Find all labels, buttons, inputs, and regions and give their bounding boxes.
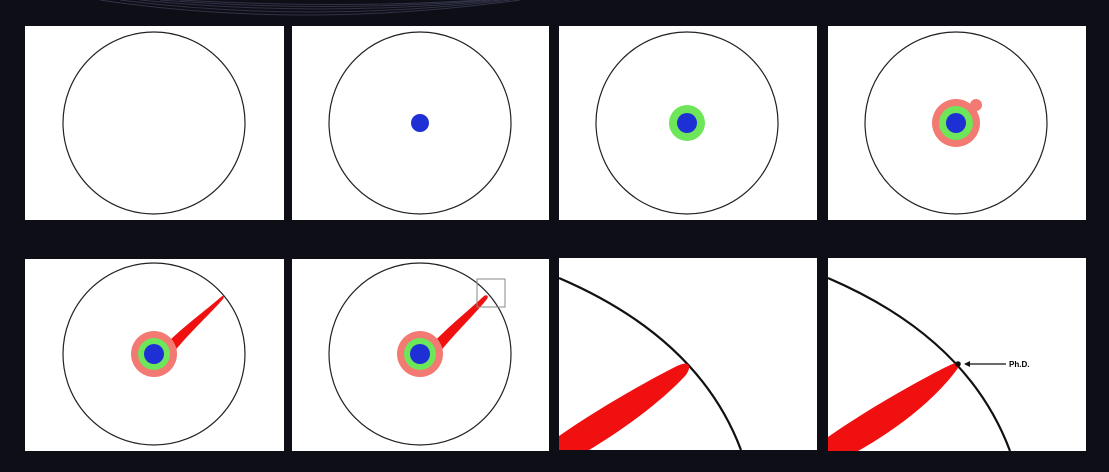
zoom-box: [476, 278, 506, 308]
core-dot: [946, 113, 966, 133]
panel-phd-dent: Ph.D.: [828, 258, 1086, 451]
panel-blue-dot: [292, 26, 549, 220]
phd-label: Ph.D.: [1009, 360, 1029, 369]
panel-empty-circle: [25, 26, 284, 220]
phd-arrowhead: [964, 361, 970, 367]
knowledge-circle: [864, 31, 1048, 215]
panel-zoomed-boundary: [559, 258, 817, 450]
core-dot: [410, 344, 430, 364]
boundary-arc: [828, 276, 1012, 451]
core-dot: [144, 344, 164, 364]
red-spike: [431, 295, 488, 353]
red-spike-zoomed: [828, 362, 960, 451]
core-dot: [411, 114, 429, 132]
knowledge-circle: [62, 262, 246, 446]
red-spike: [165, 295, 224, 353]
phd-dent-dot: [955, 361, 961, 367]
boundary-arc: [559, 276, 743, 450]
panel-spike: [25, 259, 284, 451]
knowledge-circle: [595, 31, 779, 215]
panel-spike-zoom-box: [292, 259, 549, 451]
knowledge-circle: [328, 31, 512, 215]
panel-green-ring: [559, 26, 817, 220]
knowledge-circle: [62, 31, 246, 215]
core-dot: [677, 113, 697, 133]
knowledge-circle: [328, 262, 512, 446]
red-spike-zoomed: [559, 363, 690, 450]
panel-pink-ring: [828, 26, 1086, 220]
